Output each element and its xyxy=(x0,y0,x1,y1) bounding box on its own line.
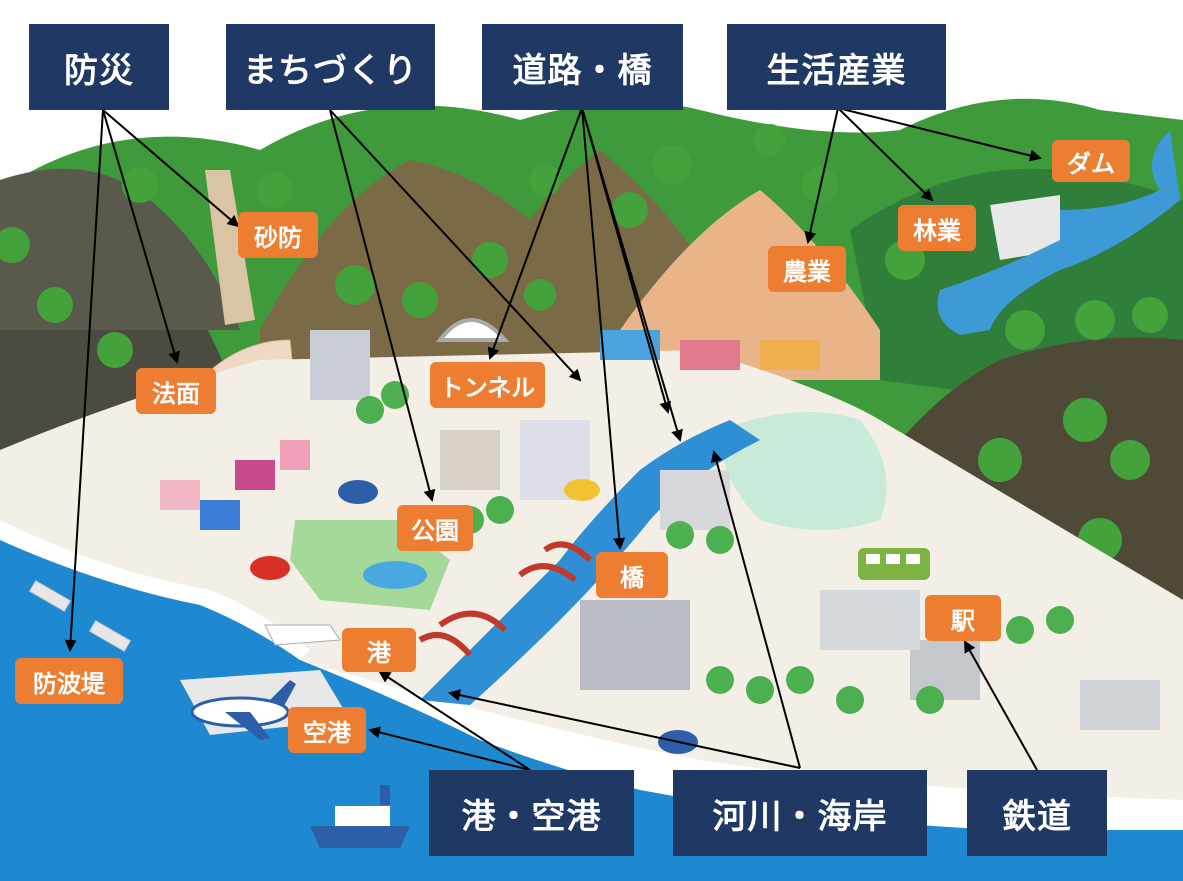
category-ports-airports: 港・空港 xyxy=(429,770,634,856)
label-agriculture: 農業 xyxy=(768,246,846,292)
category-living-industry: 生活産業 xyxy=(727,24,946,110)
car-blue xyxy=(338,480,378,504)
label-dam: ダム xyxy=(1052,140,1130,182)
station-parking xyxy=(820,590,920,650)
label-slope: 法面 xyxy=(136,368,216,414)
train xyxy=(858,548,930,580)
bridges xyxy=(418,541,593,657)
mountain-river xyxy=(937,130,1180,335)
category-disaster-prevention: 防災 xyxy=(29,24,169,110)
category-town-planning: まちづくり xyxy=(226,24,435,110)
ferry xyxy=(310,785,410,848)
label-harbor: 港 xyxy=(342,628,416,672)
label-station: 駅 xyxy=(925,595,1001,641)
label-forestry: 林業 xyxy=(898,205,976,251)
car-red xyxy=(250,556,290,580)
harbor-boat xyxy=(264,624,341,646)
label-park: 公園 xyxy=(397,505,473,551)
label-breakwater: 防波堤 xyxy=(15,658,123,704)
label-tunnel: トンネル xyxy=(430,362,545,408)
park-pond xyxy=(363,561,427,589)
label-sabo: 砂防 xyxy=(238,212,318,258)
terraced-slope xyxy=(620,190,880,380)
category-roads-bridges: 道路・橋 xyxy=(482,24,683,110)
sea xyxy=(0,530,1183,881)
car-blue-2 xyxy=(658,730,698,754)
category-railways: 鉄道 xyxy=(967,770,1107,856)
label-bridge: 橋 xyxy=(596,552,668,598)
dam-structure xyxy=(990,195,1060,260)
label-airport: 空港 xyxy=(288,707,366,753)
category-rivers-coasts: 河川・海岸 xyxy=(673,770,927,856)
car-yellow xyxy=(564,479,600,501)
